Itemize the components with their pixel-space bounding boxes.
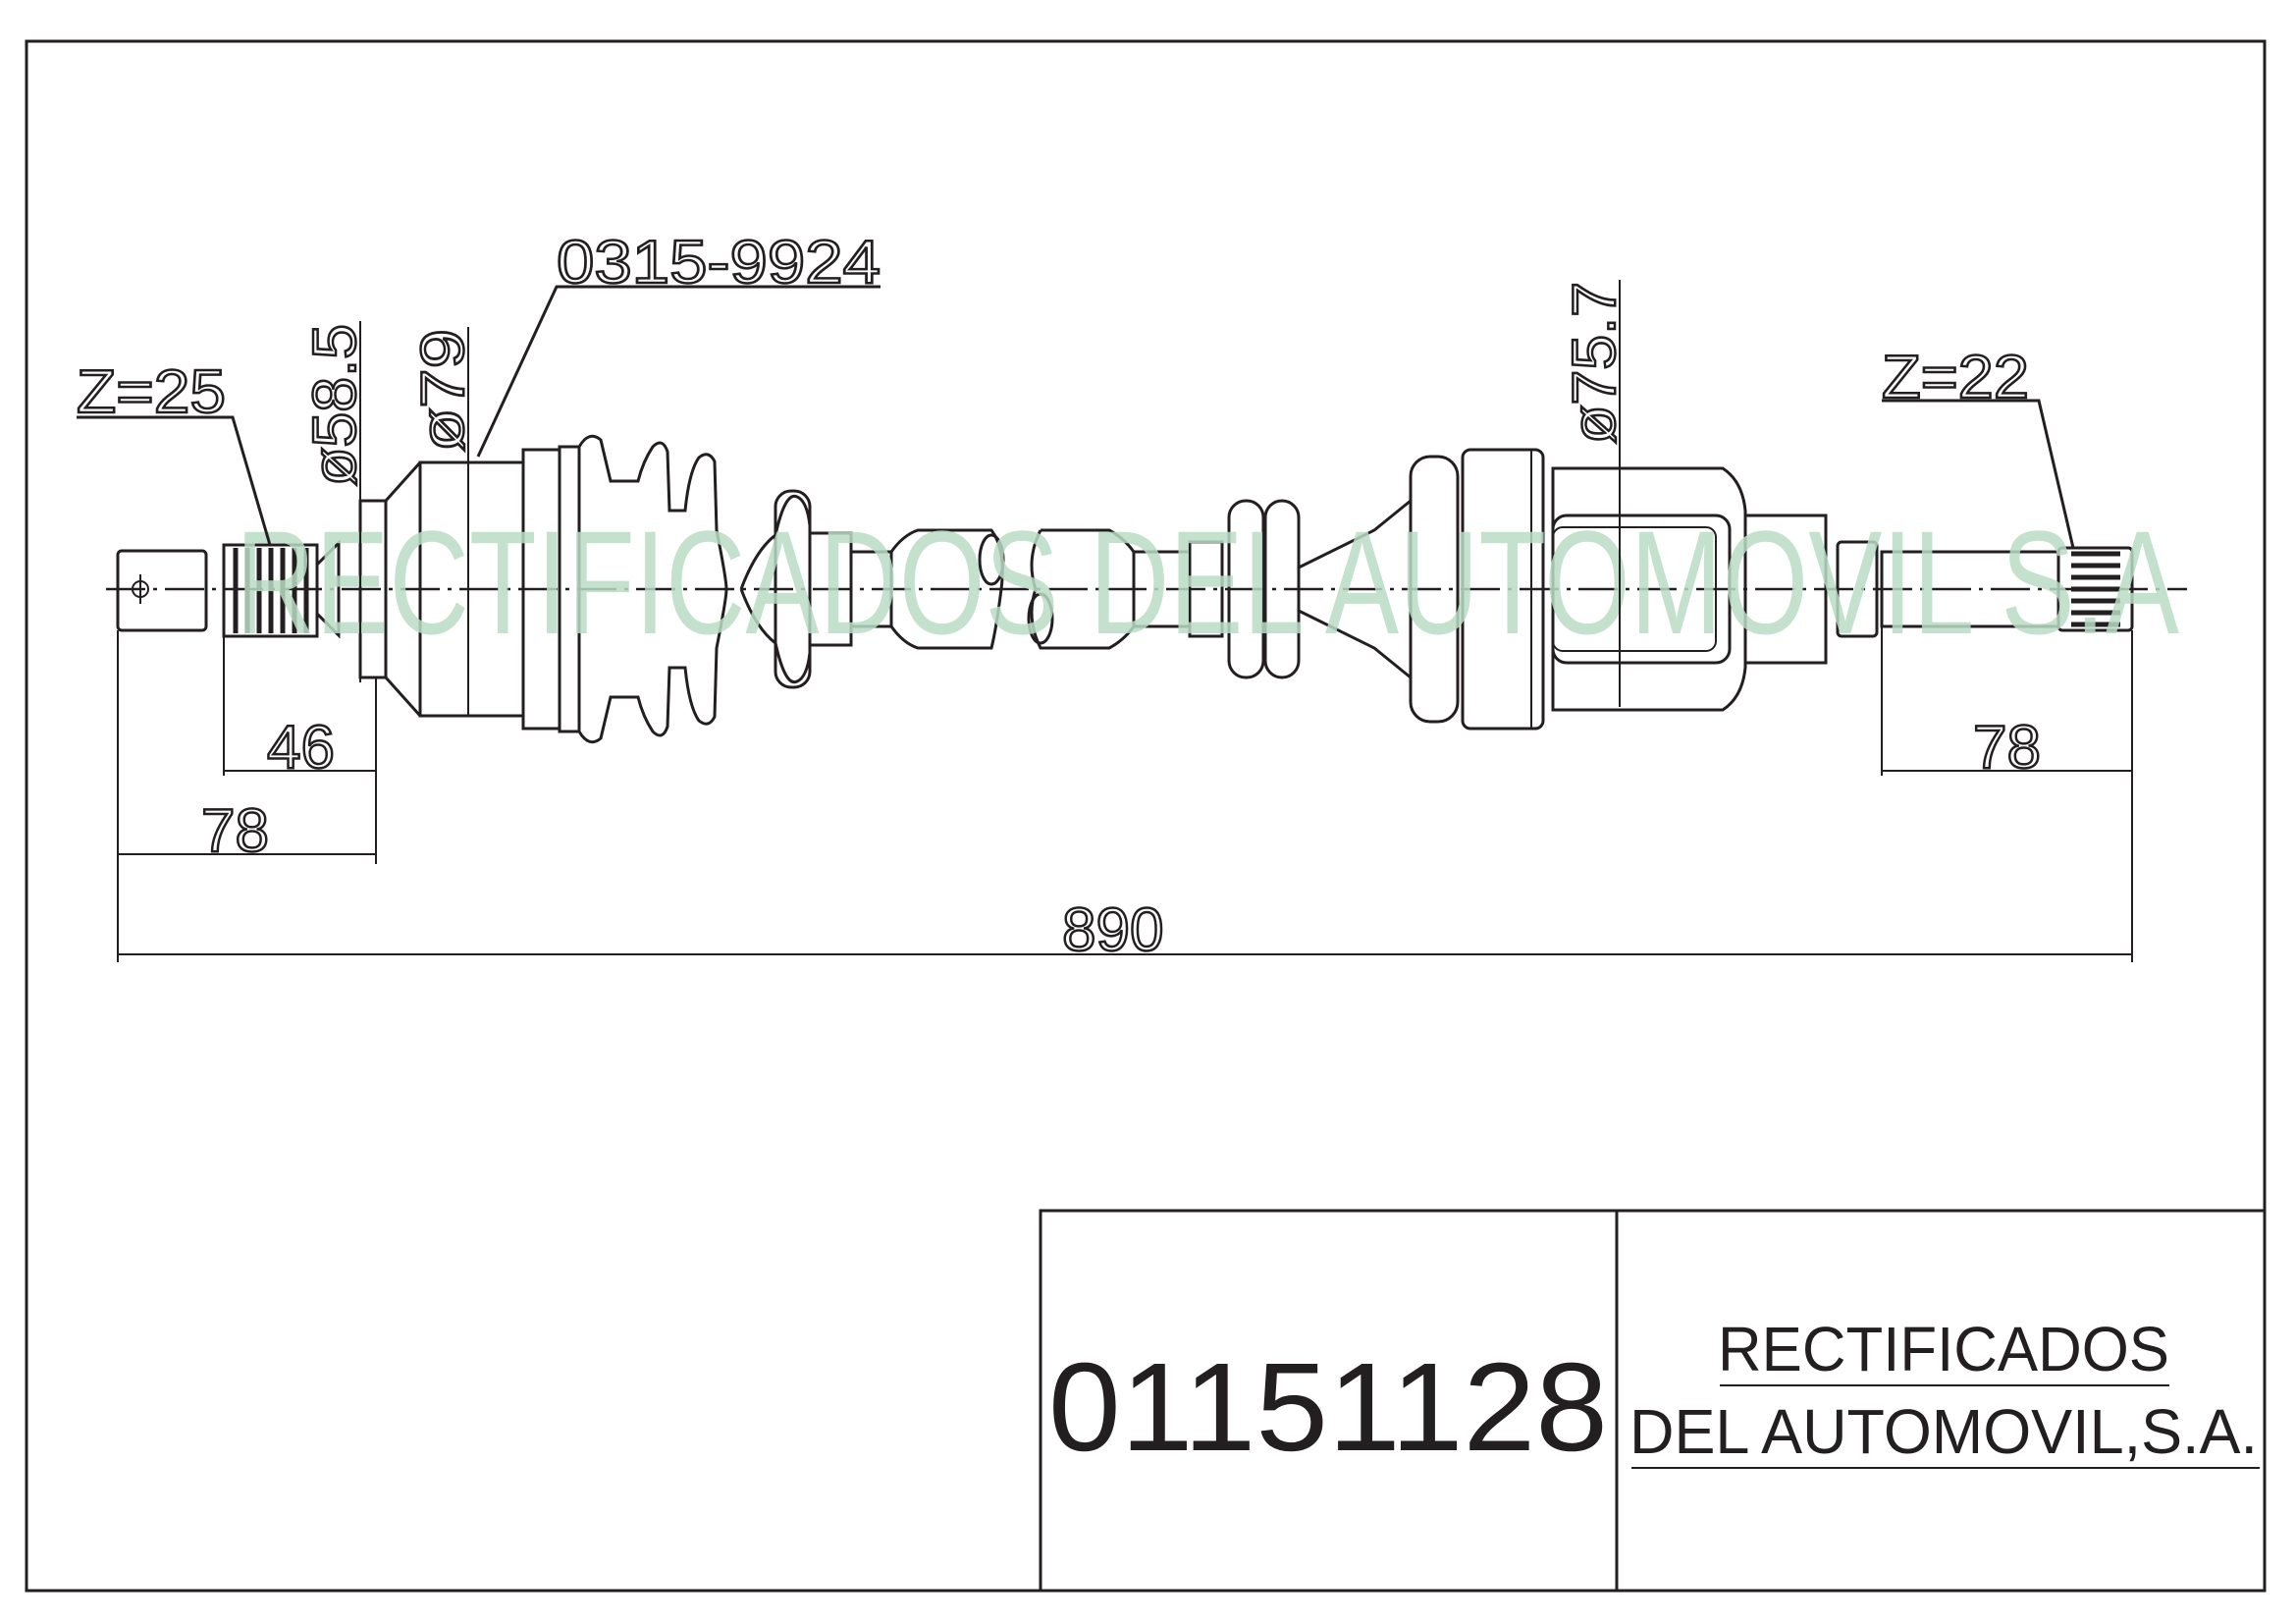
- drawing-frame: [25, 39, 2267, 1593]
- dimensions: [77, 280, 2133, 962]
- drive-shaft: [116, 434, 2134, 744]
- overall-length: 890: [1062, 896, 1163, 964]
- right-spline: [2056, 546, 2134, 632]
- right-stub-length: 78: [1973, 714, 2041, 782]
- left-spline-length: 46: [267, 714, 335, 782]
- left-spline: [222, 543, 319, 638]
- company-name-line2: DEL AUTOMOVIL,S.A.: [1629, 1396, 2258, 1467]
- right-spline-teeth: Z=22: [1882, 344, 2029, 411]
- left-spline-teeth: Z=25: [77, 358, 226, 426]
- part-number: 01151128: [1048, 1337, 1608, 1478]
- title-block: 01151128 RECTIFICADOS DEL AUTOMOVIL,S.A.: [1039, 1209, 2265, 1591]
- diameter-58-5: ø58.5: [301, 324, 369, 486]
- diameter-75-7: ø75.7: [1561, 282, 1629, 444]
- diameter-79: ø79: [409, 329, 477, 452]
- left-stub-length: 78: [201, 797, 269, 865]
- watermark: RECTIFICADOS DEL AUTOMOVIL S.A: [236, 500, 2179, 665]
- part-reference: 0315-9924: [557, 229, 881, 297]
- company-name-line1: RECTIFICADOS: [1718, 1314, 2169, 1384]
